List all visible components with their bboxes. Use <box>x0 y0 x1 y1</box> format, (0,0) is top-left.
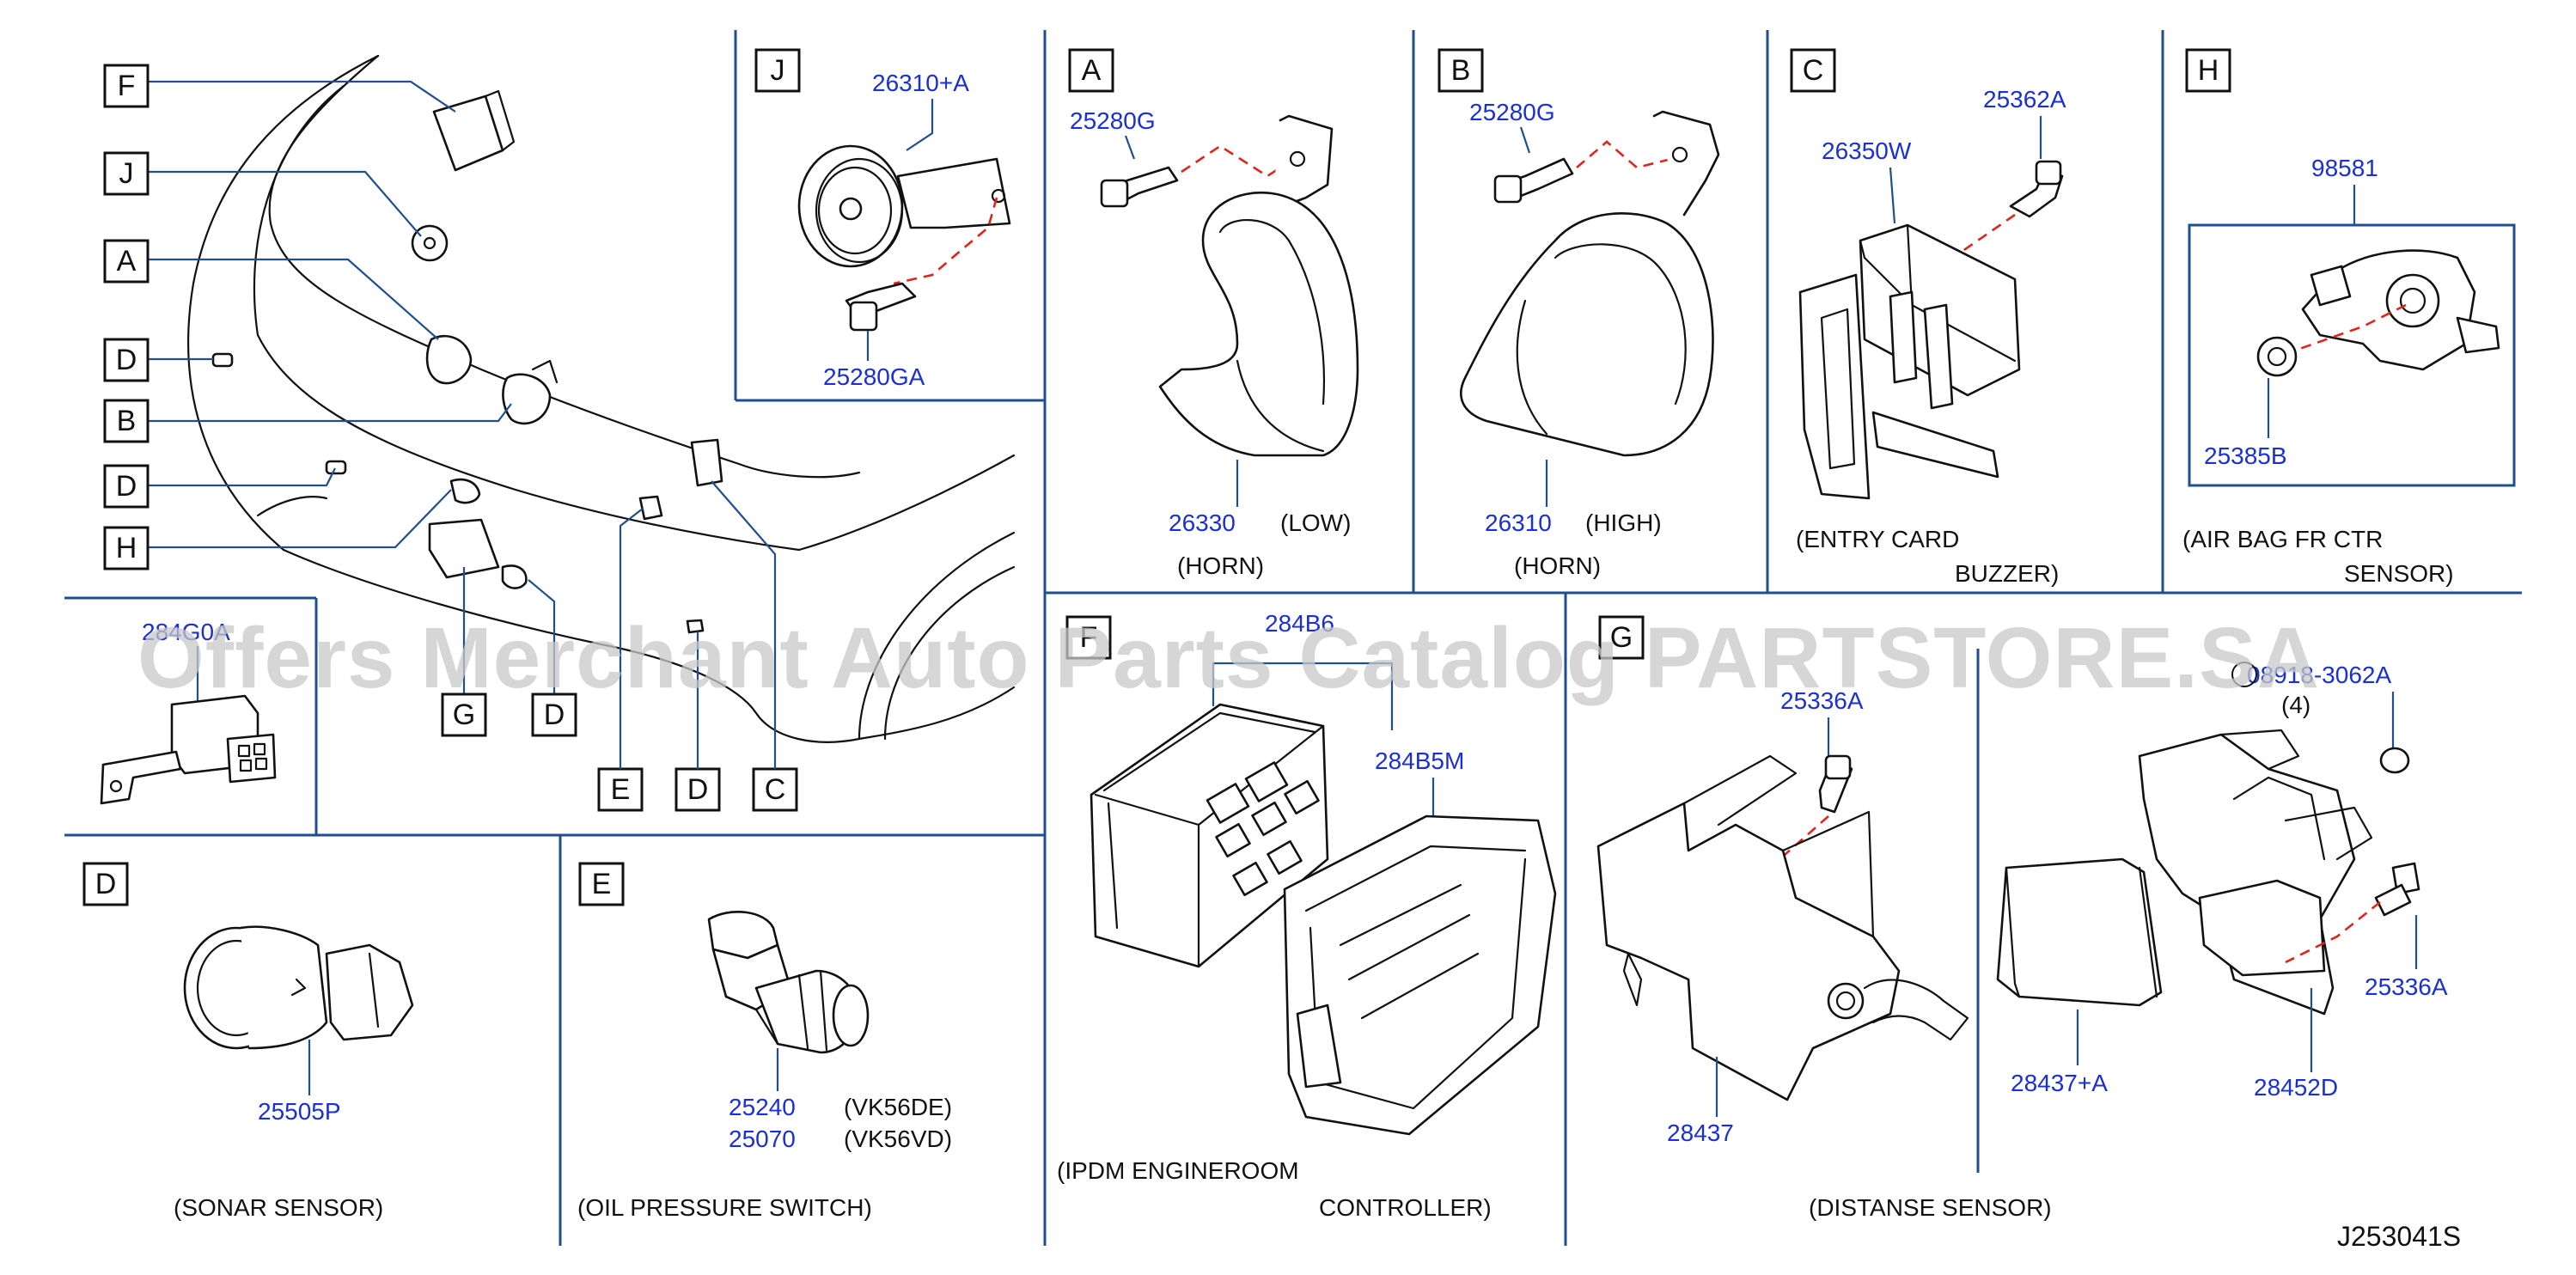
part-number-25336a: 25336A <box>2365 973 2448 1000</box>
panel-f: F 284B6 284B5M (IPDM ENGINEROOM CONTROLL… <box>1057 610 1557 1221</box>
part-number-25362a: 25362A <box>1983 86 2066 113</box>
part-number-284b5m: 284B5M <box>1375 747 1464 774</box>
overview-parts <box>211 89 723 634</box>
panel-j-letter: J <box>771 54 785 87</box>
watermark: Offers Merchant Auto Parts Catalog PARTS… <box>137 610 2320 706</box>
part-number-284b6: 284B6 <box>1265 610 1334 637</box>
ipdm-caption-1: (IPDM ENGINEROOM <box>1057 1157 1299 1184</box>
part-number-26350w: 26350W <box>1822 137 1912 164</box>
part-number-98581: 98581 <box>2311 155 2378 181</box>
svg-text:D: D <box>116 470 137 503</box>
overview-sensor-subpanel: 284G0A <box>100 619 277 805</box>
panel-d-letter: D <box>95 868 117 900</box>
overview-box-h: H <box>103 526 150 570</box>
bolt-quantity: (4) <box>2281 692 2310 718</box>
svg-text:A: A <box>117 245 137 278</box>
part-number-25505p: 25505P <box>258 1098 341 1125</box>
overview-box-d: D <box>531 692 577 737</box>
panel-e-letter: E <box>592 868 612 900</box>
part-number-25280g: 25280G <box>1469 99 1555 125</box>
sonar-sensor-caption: (SONAR SENSOR) <box>174 1194 383 1221</box>
part-number-26330: 26330 <box>1169 509 1236 536</box>
part-number-25280ga: 25280GA <box>823 363 925 390</box>
part-number-26310a: 26310+A <box>872 70 969 96</box>
panel-d: D 25505P (SONAR SENSOR) <box>82 862 414 1221</box>
overview-box-c: C <box>752 767 798 812</box>
part-number-28437a: 28437+A <box>2011 1070 2108 1096</box>
panel-e: E 25240 25070 (VK56DE) (VK56VD) (OIL PRE… <box>577 862 952 1221</box>
panel-c-letter: C <box>1803 54 1824 87</box>
oil-pressure-switch-caption: (OIL PRESSURE SWITCH) <box>577 1194 872 1221</box>
overview-box-b: B <box>103 399 150 443</box>
horn-high-label: (HIGH) <box>1585 509 1662 536</box>
svg-text:B: B <box>117 405 137 437</box>
overview-box-d: D <box>103 464 150 509</box>
horn-caption: (HORN) <box>1177 552 1264 579</box>
svg-text:F: F <box>118 70 136 102</box>
horn-caption: (HORN) <box>1514 552 1601 579</box>
engine-vk56de: (VK56DE) <box>844 1094 952 1120</box>
entry-card-buzzer-caption-1: (ENTRY CARD <box>1796 526 1959 552</box>
part-number-25385b: 25385B <box>2204 442 2287 469</box>
air-bag-sensor-caption-1: (AIR BAG FR CTR <box>2182 526 2383 552</box>
overview-box-e: E <box>597 767 644 812</box>
part-number-284g0a: 284G0A <box>142 619 230 645</box>
svg-text:D: D <box>116 344 137 376</box>
panel-dividers <box>64 30 2522 1246</box>
part-number-08918-3062a: 08918-3062A <box>2247 662 2391 688</box>
panel-b-letter: B <box>1451 54 1471 87</box>
part-number-25240: 25240 <box>729 1094 796 1120</box>
overview-box-a: A <box>103 239 150 284</box>
engine-vk56vd: (VK56VD) <box>844 1126 952 1152</box>
part-number-25280g: 25280G <box>1070 107 1156 134</box>
diagram-code: J253041S <box>2337 1221 2461 1252</box>
panel-b: B 25280G 26310 (HIGH) (HORN) <box>1438 48 1720 579</box>
panel-a: A 25280G 26330 (LOW) (HORN) <box>1068 48 1359 579</box>
part-number-26310: 26310 <box>1485 509 1552 536</box>
panel-h-letter: H <box>2198 54 2219 87</box>
overview-box-j: J <box>103 151 150 196</box>
panel-g-letter: G <box>1610 621 1633 654</box>
svg-text:D: D <box>687 773 709 806</box>
overview-box-d: D <box>103 338 150 382</box>
overview-box-f: F <box>103 64 150 108</box>
panel-a-letter: A <box>1082 54 1102 87</box>
overview-box-d: D <box>675 767 721 812</box>
overview-box-g: G <box>441 692 487 737</box>
part-number-28452d: 28452D <box>2254 1074 2338 1101</box>
svg-text:C: C <box>765 773 786 806</box>
entry-card-buzzer-caption-2: BUZZER) <box>1955 560 2059 587</box>
part-number-25336a: 25336A <box>1780 687 1864 714</box>
panel-g: G 25336A 28437 08918-3062A (4) 28437+A <box>1596 615 2448 1221</box>
svg-text:G: G <box>453 699 475 731</box>
svg-text:D: D <box>544 699 565 731</box>
svg-text:E: E <box>611 773 631 806</box>
svg-text:H: H <box>116 532 137 564</box>
horn-low-label: (LOW) <box>1280 509 1351 536</box>
panel-c: C 26350W 25362A (ENTRY CARD BUZZER) <box>1790 48 2066 587</box>
part-number-25070: 25070 <box>729 1126 796 1152</box>
panel-f-letter: F <box>1080 621 1098 654</box>
panel-h: H 98581 25385B (AIR BAG FR CTR SENSOR) <box>2182 48 2516 587</box>
overview-leaders <box>148 80 777 694</box>
panel-j: J 26310+A 25280GA <box>754 48 1011 390</box>
part-number-28437: 28437 <box>1667 1119 1734 1146</box>
distance-sensor-caption: (DISTANSE SENSOR) <box>1809 1194 2052 1221</box>
air-bag-sensor-caption-2: SENSOR) <box>2344 560 2454 587</box>
svg-text:J: J <box>119 157 134 190</box>
ipdm-caption-2: CONTROLLER) <box>1319 1194 1492 1221</box>
